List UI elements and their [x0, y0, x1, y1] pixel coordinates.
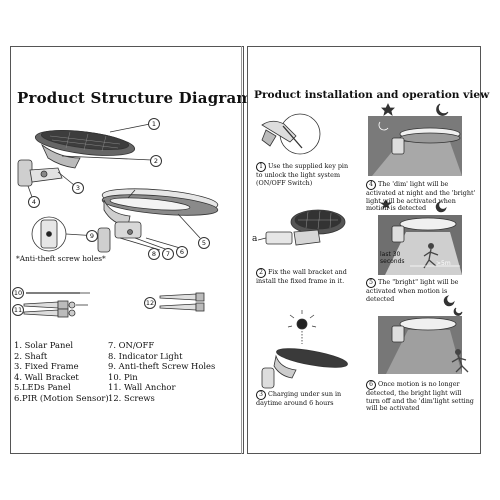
part-item: 2. Shaft: [14, 350, 48, 361]
part-item: 3. Fixed Frame: [14, 361, 79, 372]
parts-list-column-2: 7. ON/OFF 8. Indicator Light 9. Anti-the…: [108, 340, 215, 404]
step-text: The 'dim' light will be activated at nig…: [366, 180, 476, 213]
step-text: Once motion is no longer detected, the b…: [366, 380, 474, 413]
parts-list-column-1: 1. Solar Panel 2. Shaft 3. Fixed Frame 4…: [14, 340, 109, 404]
label-distance: >5m: [436, 260, 451, 267]
callout-fixed-frame: 3: [72, 182, 84, 194]
callout-leds-panel: 5: [198, 237, 210, 249]
part-item: 5.LEDs Panel: [14, 382, 71, 393]
part-item: 6.PIR (Motion Sensor): [14, 392, 109, 403]
anti-theft-note: *Anti-theft screw holes*: [16, 254, 106, 263]
part-item: 9. Anti-theft Screw Holes: [108, 361, 216, 372]
page-fold: [241, 46, 242, 454]
callout-shaft: 2: [150, 155, 162, 167]
callout-on-off: 7: [162, 248, 174, 260]
lamp-bracket-illustration: [97, 221, 142, 253]
wall-bracket-illustration: [17, 159, 63, 187]
callout-screws: 12: [144, 297, 156, 309]
part-item: 10. Pin: [108, 371, 138, 382]
callout-solar-panel: 1: [148, 118, 160, 130]
wall-anchor-illustration: [23, 300, 88, 318]
part-item: 4. Wall Bracket: [14, 371, 79, 382]
step1-illustration: [261, 113, 321, 155]
solar-panel-illustration: [34, 130, 136, 169]
callout-indicator-light: 8: [148, 248, 160, 260]
part-item: 7. ON/OFF: [108, 340, 155, 350]
callout-wall-bracket: 4: [28, 196, 40, 208]
step4-illustration: [368, 116, 462, 176]
label-last-30-seconds: last 30 seconds: [380, 251, 405, 265]
step-text: Use the supplied key pin to unlock the l…: [256, 162, 349, 187]
step6-illustration: [378, 307, 469, 374]
step5-illustration: [378, 215, 462, 275]
callout-pin: 10: [12, 287, 24, 299]
label-a: a: [252, 234, 258, 244]
screws-illustration: [145, 292, 205, 312]
callout-anti-theft-holes: 9: [86, 230, 98, 242]
part-item: 1. Solar Panel: [14, 340, 74, 350]
part-item: 11. Wall Anchor: [108, 382, 176, 393]
step2-illustration: [257, 209, 346, 246]
step-text: Fix the wall bracket and install the fix…: [256, 268, 347, 285]
callout-pir-sensor: 6: [176, 246, 188, 258]
lamp-illustration: [101, 188, 219, 227]
structure-diagram-title: Product Structure Diagram: [17, 89, 253, 107]
installation-title: Product installation and operation view: [254, 89, 490, 101]
part-item: 8. Indicator Light: [108, 350, 183, 361]
step-text: Charging under sun in daytime around 6 h…: [256, 390, 342, 407]
step3-illustration: [261, 310, 348, 389]
part-item: 12. Screws: [108, 392, 155, 403]
callout-wall-anchor: 11: [12, 304, 24, 316]
step-text: The "bright" light will be activated whe…: [366, 278, 459, 303]
